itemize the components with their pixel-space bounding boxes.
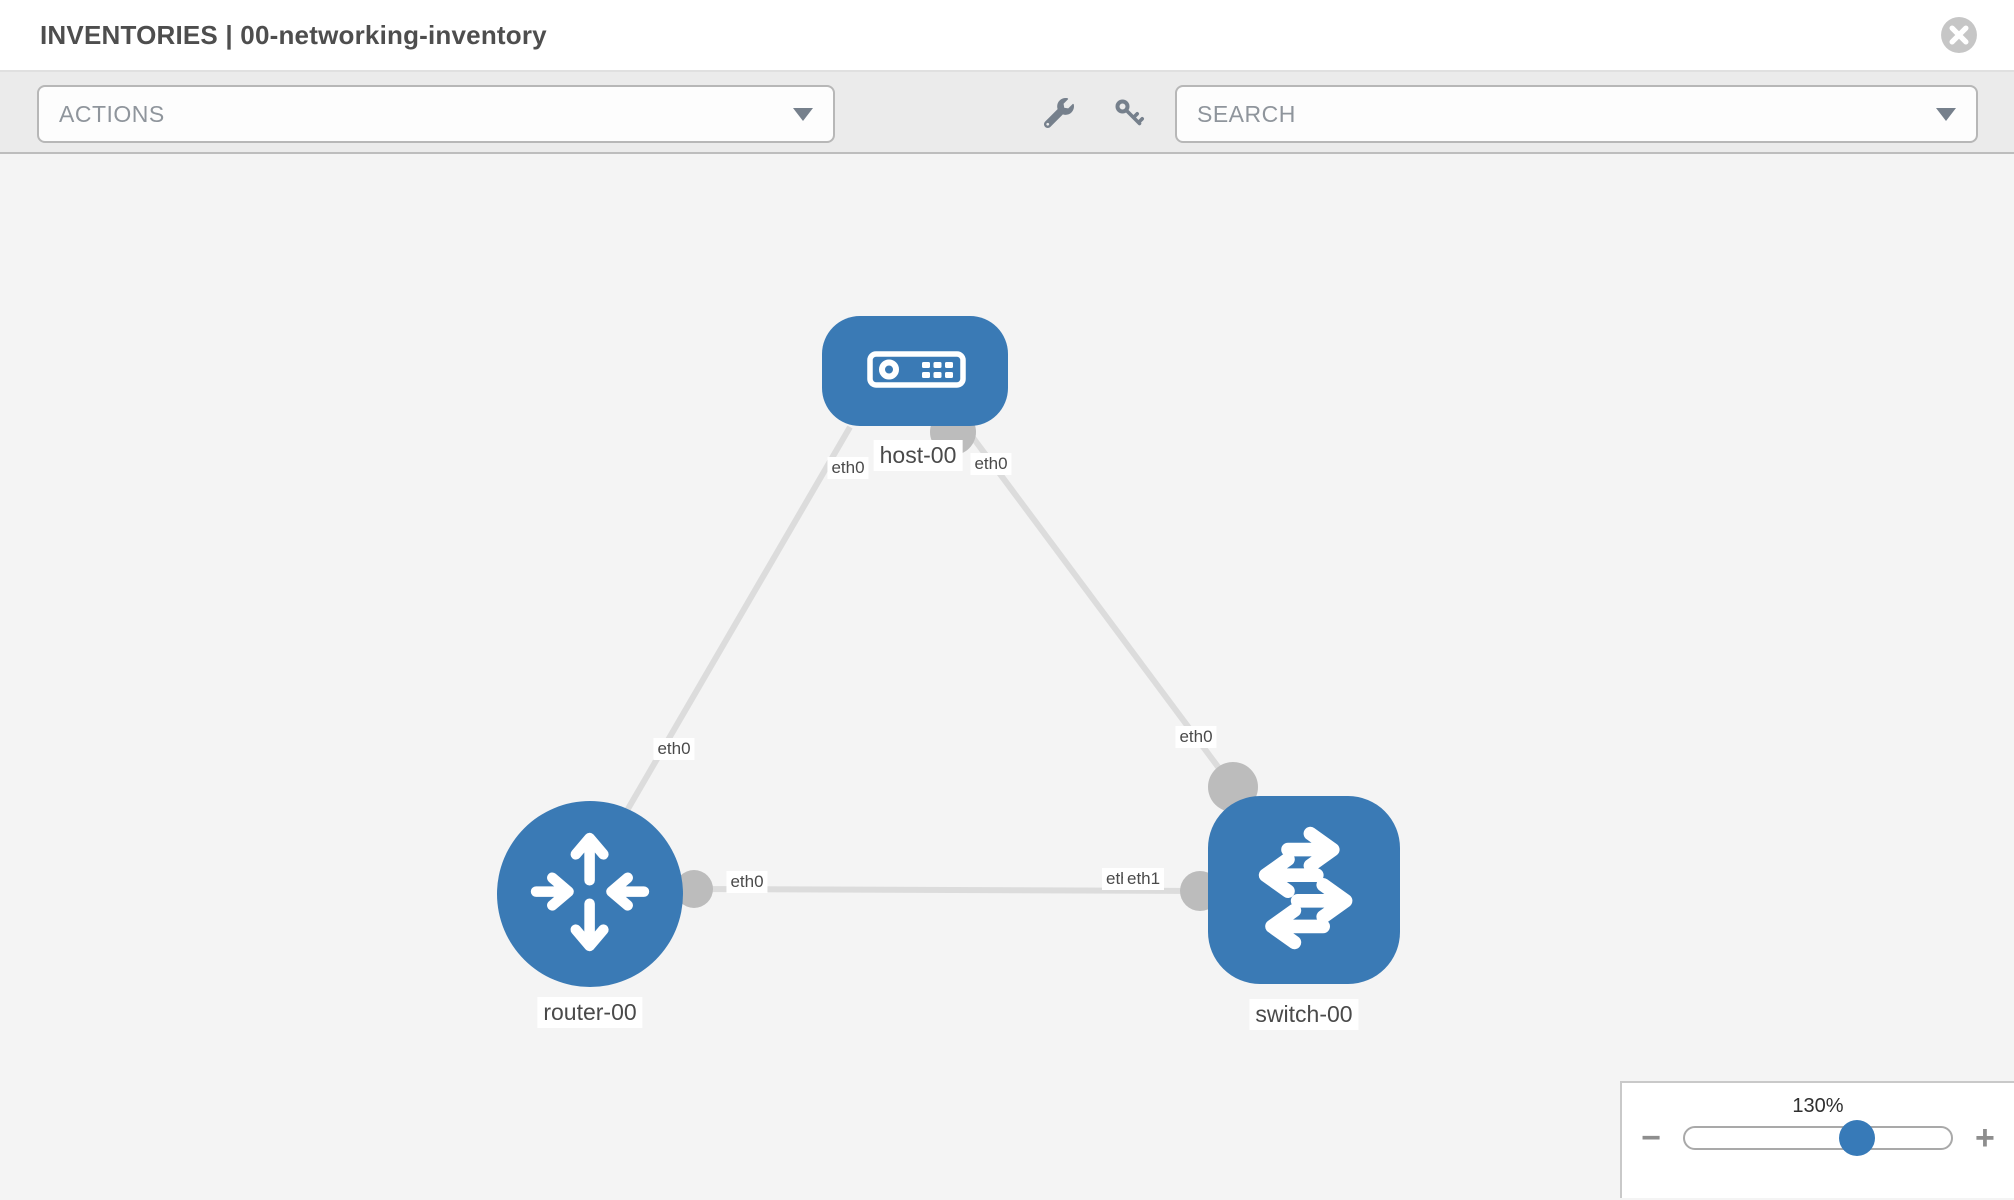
wrench-icon xyxy=(1043,97,1074,131)
breadcrumb-header: INVENTORIES | 00-networking-inventory xyxy=(0,0,2014,72)
port-label-link-host-switch: eth0 xyxy=(1175,726,1217,748)
tools-button[interactable] xyxy=(1028,85,1090,143)
port-label-link-host-router: eth0 xyxy=(653,738,695,760)
topology-links-layer xyxy=(622,409,1258,911)
toolbar: ACTIONS SEARCH xyxy=(0,72,2014,154)
zoom-in-button[interactable]: + xyxy=(1971,1121,1999,1155)
link-router-switch xyxy=(693,886,1201,894)
chevron-down-icon xyxy=(1936,107,1956,121)
node-label-router: router-00 xyxy=(537,997,643,1028)
port-label-front: eth1 xyxy=(1123,868,1165,890)
actions-dropdown-label: ACTIONS xyxy=(59,100,165,127)
port-label-host-eth0-left: eth0 xyxy=(827,457,869,479)
topology-canvas[interactable]: host-00 router-00 switch-00 eth0 eth0 et… xyxy=(0,154,2014,1198)
chevron-down-icon xyxy=(793,107,813,121)
node-router-00[interactable] xyxy=(497,801,683,987)
zoom-slider-track[interactable] xyxy=(1683,1120,1953,1156)
port-label-router-eth0: eth0 xyxy=(726,871,768,893)
switch-icon xyxy=(1224,808,1384,973)
actions-dropdown[interactable]: ACTIONS xyxy=(37,85,835,143)
search-placeholder: SEARCH xyxy=(1197,100,1296,127)
router-icon xyxy=(515,817,665,972)
zoom-out-button[interactable]: − xyxy=(1637,1121,1665,1155)
search-input[interactable]: SEARCH xyxy=(1175,85,1978,143)
key-credentials-button[interactable] xyxy=(1098,85,1160,143)
node-switch-00[interactable] xyxy=(1208,796,1400,984)
node-host-00[interactable] xyxy=(822,316,1008,426)
zoom-control-panel: 130% − + xyxy=(1620,1081,2014,1198)
port-dot-router-eth0 xyxy=(675,870,713,908)
page-title: INVENTORIES | 00-networking-inventory xyxy=(40,20,547,50)
key-icon xyxy=(1113,97,1145,132)
close-icon xyxy=(1940,17,1978,57)
zoom-slider-thumb[interactable] xyxy=(1839,1120,1875,1156)
node-label-host: host-00 xyxy=(873,440,963,471)
zoom-level-value: 130% xyxy=(1792,1095,1844,1117)
port-label-host-eth0-right: eth0 xyxy=(970,453,1012,475)
close-button[interactable] xyxy=(1940,16,1978,54)
port-label-switch-eth1-overlap: eth1 eth1 xyxy=(1102,868,1165,890)
host-device-icon xyxy=(822,314,1008,429)
node-label-switch: switch-00 xyxy=(1249,999,1359,1030)
